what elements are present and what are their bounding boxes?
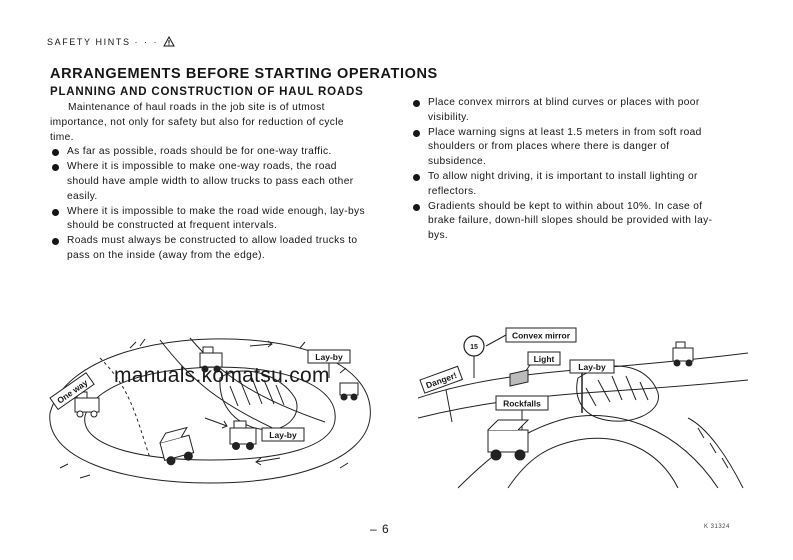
right-bullet-list: Place convex mirrors at blind curves or … <box>411 96 723 244</box>
section-subtitle: PLANNING AND CONSTRUCTION OF HAUL ROADS <box>50 86 364 98</box>
danger-sign: Danger! <box>419 365 464 394</box>
svg-text:15: 15 <box>470 344 478 351</box>
dump-truck-icon <box>229 420 257 450</box>
list-item: Place convex mirrors at blind curves or … <box>411 96 723 126</box>
list-item: As far as possible, roads should be for … <box>50 145 366 160</box>
bullet-dot-icon <box>52 164 59 172</box>
haul-road-layout-illustration: One way Lay-by Lay-by <box>49 337 371 484</box>
list-item: Where it is impossible to make the road … <box>50 205 366 235</box>
layby-sign-top: Lay-by <box>307 349 351 378</box>
dump-truck-icon <box>672 341 694 367</box>
road-safety-devices-illustration: 15 Convex mirror Light Lay-by Danger! Ro… <box>418 327 748 489</box>
dump-truck-icon <box>339 382 359 401</box>
bullet-dot-icon <box>413 203 420 211</box>
bullet-dot-icon <box>52 208 59 216</box>
intro-paragraph: Maintenance of haul roads in the job sit… <box>50 102 344 143</box>
warning-alert-icon <box>162 36 175 47</box>
section-name: SAFETY HINTS <box>47 36 131 47</box>
light-sign: Light <box>509 351 561 387</box>
running-header: SAFETY HINTS · · · <box>47 36 175 47</box>
dump-truck-icon <box>159 426 195 466</box>
bullet-dot-icon <box>413 100 420 107</box>
dump-truck-icon <box>74 391 100 418</box>
page-title: ARRANGEMENTS BEFORE STARTING OPERATIONS <box>50 66 438 82</box>
bullet-dot-icon <box>52 149 59 157</box>
page-number: – 6 <box>370 522 390 536</box>
list-item: Place warning signs at least 1.5 meters … <box>411 126 723 170</box>
convex-mirror-sign: 15 Convex mirror <box>463 327 577 378</box>
layby-sign-bottom: Lay-by <box>261 427 305 442</box>
right-column: Place convex mirrors at blind curves or … <box>411 96 723 244</box>
svg-text:Rockfalls: Rockfalls <box>503 399 541 409</box>
list-item: Where it is impossible to make one-way r… <box>50 160 366 204</box>
dump-truck-icon <box>487 419 530 461</box>
svg-text:Lay-by: Lay-by <box>578 362 606 372</box>
left-column: Maintenance of haul roads in the job sit… <box>50 101 366 264</box>
svg-text:Light: Light <box>534 354 555 364</box>
figure-code: K 31324 <box>704 524 730 530</box>
left-bullet-list: As far as possible, roads should be for … <box>50 145 366 263</box>
list-item: To allow night driving, it is important … <box>411 170 723 200</box>
bullet-dot-icon <box>413 173 420 181</box>
list-item: Roads must always be constructed to allo… <box>50 234 366 264</box>
dump-truck-icon <box>199 346 223 373</box>
layby-sign: Lay-by <box>569 359 615 413</box>
bullet-dot-icon <box>52 238 59 246</box>
watermark: manuals.komatsu.com <box>114 364 330 387</box>
header-dots: · · · <box>134 36 159 47</box>
svg-text:Lay-by: Lay-by <box>269 430 297 440</box>
bullet-dot-icon <box>413 129 420 137</box>
svg-text:Lay-by: Lay-by <box>315 352 343 362</box>
svg-text:Convex mirror: Convex mirror <box>512 331 571 341</box>
list-item: Gradients should be kept to within about… <box>411 200 723 244</box>
